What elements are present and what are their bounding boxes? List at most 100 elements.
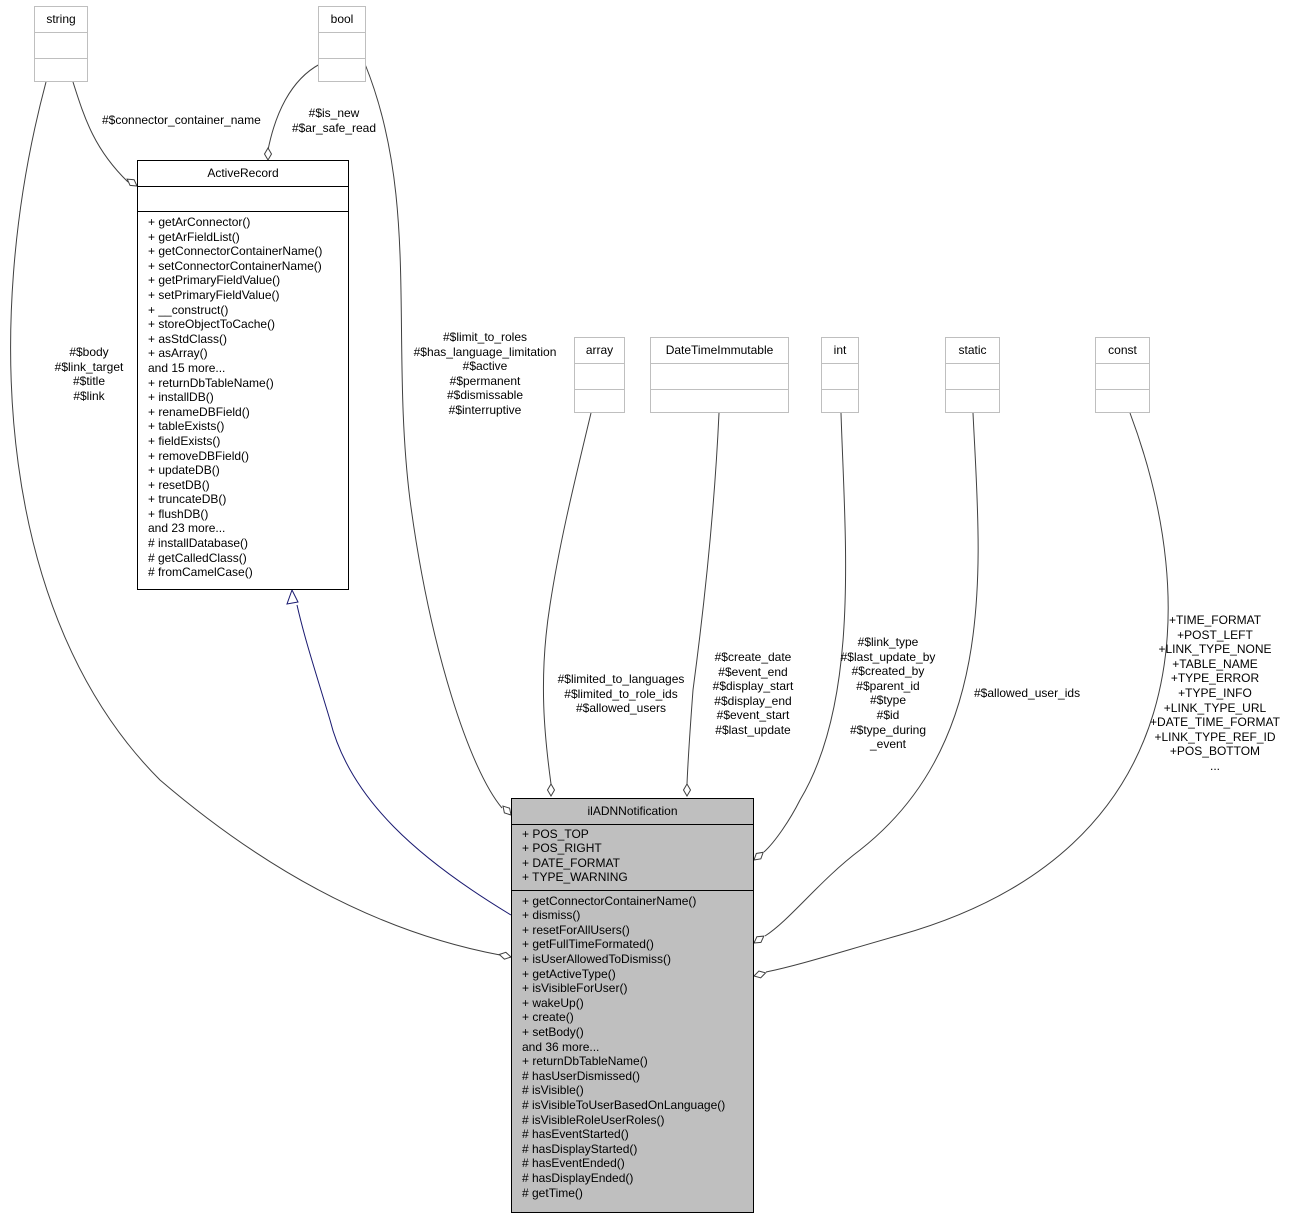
type-node-title: string: [35, 7, 87, 33]
class-method: # fromCamelCase(): [148, 565, 253, 580]
edge-label-line: _event: [869, 737, 907, 752]
edge-label-bool-to-notification: #$limit_to_roles#$has_language_limitatio…: [406, 330, 564, 418]
class-method: + truncateDB(): [148, 492, 227, 507]
class-method: + getArConnector(): [148, 215, 251, 229]
edge-array-notification: [542, 412, 592, 785]
type-node-title: const: [1096, 338, 1149, 364]
edge-label-line: +LINK_TYPE_REF_ID: [1154, 729, 1276, 744]
class-attribute: + POS_TOP: [522, 827, 589, 841]
class-method: and 23 more...: [148, 521, 226, 536]
class-method: + updateDB(): [148, 463, 220, 478]
type-node-title: DateTimeImmutable: [651, 338, 788, 364]
class-method: + storeObjectToCache(): [148, 317, 276, 332]
type-node-array: array: [574, 337, 625, 413]
edge-label-line: #$permanent: [449, 373, 521, 388]
class-attribute: + POS_RIGHT: [522, 841, 602, 856]
class-method: + create(): [522, 1010, 574, 1025]
class-method: # getCalledClass(): [148, 550, 247, 565]
class-attributes: + POS_TOP+ POS_RIGHT+ DATE_FORMAT+ TYPE_…: [512, 825, 753, 891]
edge-label-line: #$type_during: [849, 722, 927, 737]
class-method: + flushDB(): [148, 506, 209, 521]
edge-label-line: #$allowed_users: [575, 701, 667, 716]
edge-label-line: #$display_start: [712, 679, 794, 694]
type-node-title: array: [575, 338, 624, 364]
edge-label-line: #$link_target: [54, 359, 124, 374]
edge-label-line: +DATE_TIME_FORMAT: [1150, 715, 1280, 730]
class-attribute: + TYPE_WARNING: [522, 870, 628, 885]
aggregation-diamond: [126, 178, 138, 187]
type-node-title: static: [946, 338, 999, 364]
edge-label-const-to-notification: +TIME_FORMAT+POST_LEFT+LINK_TYPE_NONE+TA…: [1140, 613, 1290, 774]
aggregation-diamond: [263, 147, 273, 161]
edge-label-line: +POST_LEFT: [1177, 627, 1253, 642]
edge-label-line: #$ar_safe_read: [291, 120, 377, 135]
edge-label-line: #$allowed_user_ids: [974, 686, 1081, 700]
edge-label-line: #$dismissable: [446, 388, 524, 403]
inheritance-arrowhead: [286, 588, 299, 605]
edge-inheritance: [296, 604, 512, 916]
edge-label-int-to-notification: #$link_type#$last_update_by#$created_by#…: [833, 635, 943, 752]
type-node-string: string: [34, 6, 88, 82]
edge-label-line: #$title: [72, 374, 106, 389]
edge-datetime-notification: [686, 412, 720, 785]
edge-label-line: #$has_language_limitation: [413, 344, 557, 359]
edge-label-line: #$event_end: [718, 664, 788, 679]
class-method: and 36 more...: [522, 1039, 600, 1054]
aggregation-diamond: [753, 970, 767, 979]
class-title: ilADNNotification: [512, 799, 753, 825]
class-method: + getArFieldList(): [148, 229, 240, 244]
edge-label-line: #$display_end: [714, 693, 792, 708]
class-method: + getConnectorContainerName(): [148, 244, 323, 259]
class-method: # hasUserDismissed(): [522, 1068, 641, 1083]
edge-string-activerecord: [72, 81, 129, 183]
class-method: + getActiveType(): [522, 966, 616, 981]
edge-label-datetime-to-notification: #$create_date#$event_end#$display_start#…: [703, 650, 803, 738]
edge-label-line: #$create_date: [714, 650, 792, 664]
class-attributes: [138, 187, 348, 212]
class-method: and 15 more...: [148, 360, 226, 375]
class-method: + asStdClass(): [148, 331, 228, 346]
class-methods: + getArConnector()+ getArFieldList()+ ge…: [138, 212, 348, 580]
type-node-static: static: [945, 337, 1000, 413]
edge-label-bool-to-activerecord: #$is_new#$ar_safe_read: [288, 106, 380, 135]
edge-label-connector-container-name: #$connector_container_name: [102, 113, 261, 128]
class-method: + getPrimaryFieldValue(): [148, 273, 281, 288]
edge-static-notification: [764, 412, 979, 937]
class-method: + returnDbTableName(): [148, 375, 274, 390]
class-method: + getFullTimeFormated(): [522, 937, 654, 952]
edge-label-line: #$last_update: [715, 722, 791, 737]
class-method: + wakeUp(): [522, 995, 584, 1010]
class-method: # hasDisplayStarted(): [522, 1141, 638, 1156]
edge-int-notification: [763, 412, 847, 853]
edge-label-line: #$link: [73, 388, 105, 403]
edge-label-array-to-notification: #$limited_to_languages#$limited_to_role_…: [549, 672, 693, 716]
edge-label-line: #$parent_id: [856, 678, 920, 693]
type-node-title: int: [822, 338, 858, 364]
class-method: # isVisible(): [522, 1083, 584, 1098]
class-method: # hasEventStarted(): [522, 1127, 629, 1142]
aggregation-diamond: [753, 935, 765, 944]
type-node-datetimeimmutable: DateTimeImmutable: [650, 337, 789, 413]
class-methods: + getConnectorContainerName()+ dismiss()…: [512, 891, 753, 1200]
class-method: # hasDisplayEnded(): [522, 1170, 634, 1185]
class-method: + __construct(): [148, 302, 229, 317]
edge-label-line: +POS_BOTTOM: [1169, 744, 1261, 759]
edge-label-line: #$type: [869, 693, 907, 708]
edge-bool-notification: [364, 63, 503, 809]
class-attribute: + DATE_FORMAT: [522, 855, 620, 870]
class-node-iladnnotification: ilADNNotification + POS_TOP+ POS_RIGHT+ …: [511, 798, 754, 1213]
aggregation-diamond: [502, 805, 512, 816]
edge-label-line: +LINK_TYPE_NONE: [1158, 642, 1272, 657]
edge-label-line: #$limited_to_role_ids: [564, 686, 678, 701]
edge-label-line: +TABLE_NAME: [1172, 656, 1258, 671]
class-method: + installDB(): [148, 390, 214, 405]
class-method: # hasEventEnded(): [522, 1156, 625, 1171]
edge-bool-activerecord: [267, 63, 321, 151]
class-method: + asArray(): [148, 346, 208, 361]
edge-label-line: +LINK_TYPE_URL: [1163, 700, 1267, 715]
edge-label-string-to-notification: #$body#$link_target#$title#$link: [48, 345, 130, 403]
edge-const-notification: [765, 412, 1169, 973]
class-method: + dismiss(): [522, 908, 581, 923]
